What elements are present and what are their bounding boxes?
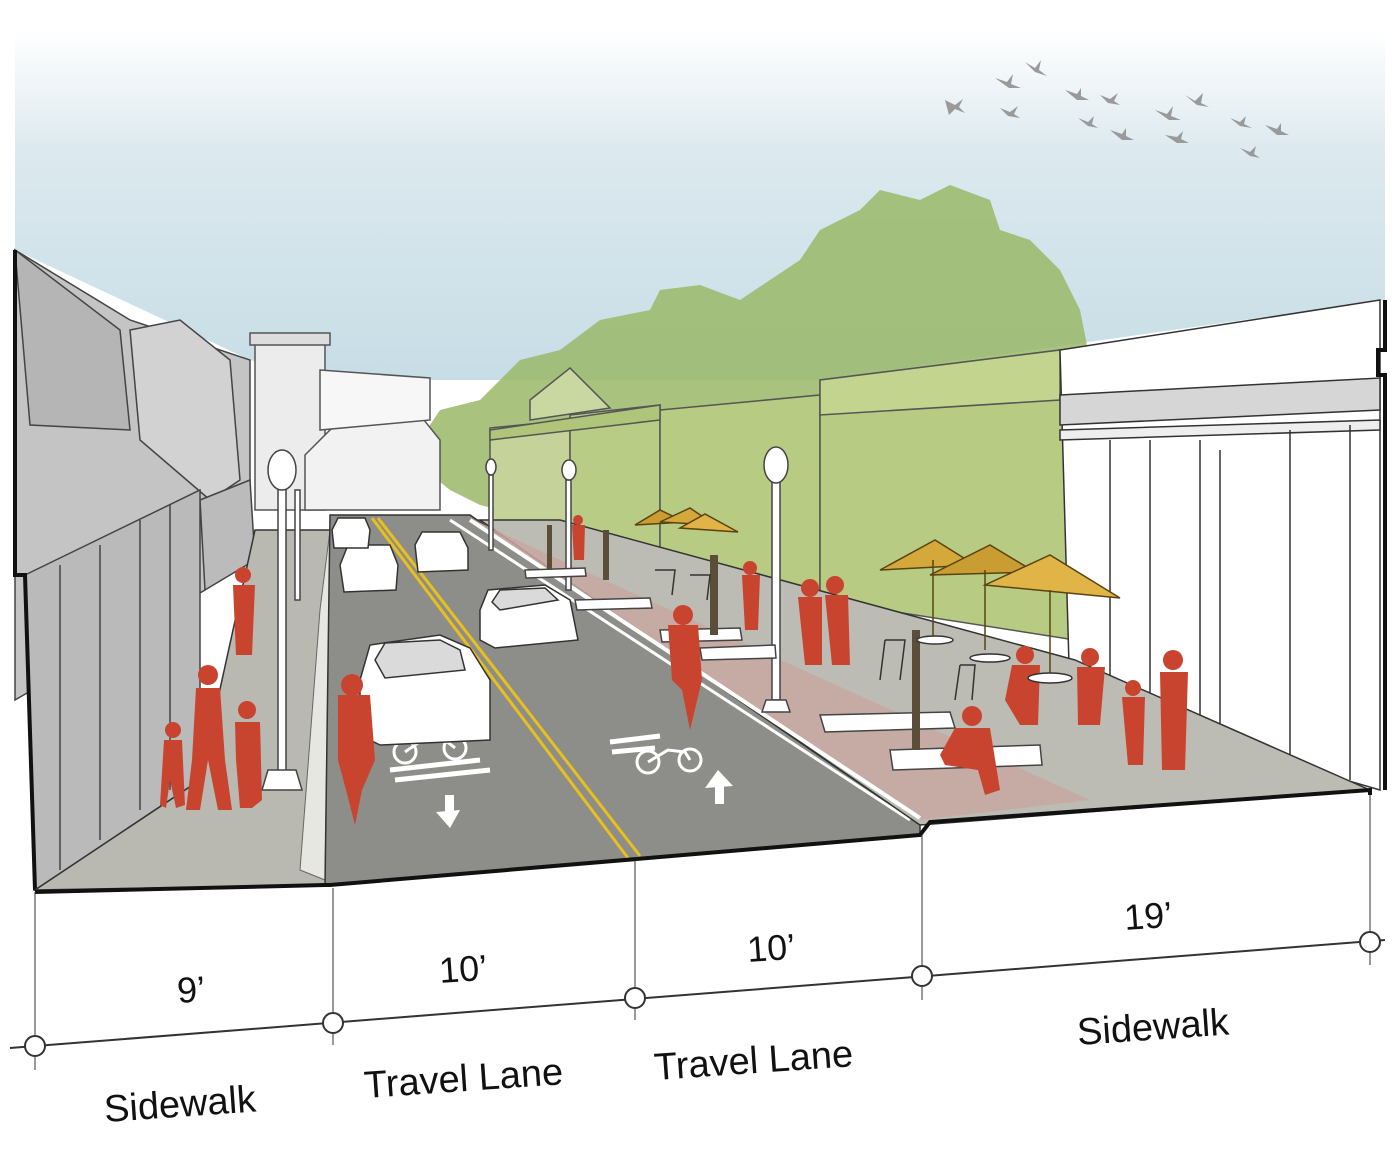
pedestrian-figure-icon [160, 722, 185, 808]
people [160, 515, 1188, 825]
pedestrian-figure-icon [940, 706, 1000, 795]
car-icon [359, 634, 491, 746]
car-icon [479, 584, 579, 649]
dimension-node [322, 1012, 344, 1034]
street-lamp-icon [561, 459, 577, 591]
bird-icon [945, 99, 965, 115]
segment-label-travel-lane-2: Travel Lane [653, 1033, 855, 1089]
cafe-furniture [655, 569, 1073, 701]
bird-icon [1165, 131, 1189, 143]
left-buildings [14, 248, 256, 892]
dimension-node [1359, 931, 1381, 953]
bird-icon [1000, 106, 1020, 118]
bench [524, 567, 587, 579]
pedestrian-figure-icon [1077, 648, 1105, 725]
bird-icon [995, 74, 1021, 88]
pavement-markings [389, 733, 733, 828]
dimension-node [911, 965, 933, 987]
bench [819, 711, 957, 733]
bird-icon [1025, 60, 1047, 76]
pedestrian-figure-icon [186, 665, 232, 810]
street-lamps [260, 446, 792, 791]
pedestrian-figure-icon [825, 576, 850, 665]
cyclist-figure-icon [338, 674, 375, 825]
right-sidewalk [477, 519, 1371, 826]
right-building-outline [1376, 300, 1387, 790]
bird-icon [1155, 106, 1181, 120]
pedestrian-figure-icon [1160, 650, 1188, 770]
bird-icon [1230, 116, 1252, 128]
dimension-node [624, 987, 646, 1009]
street-lamp-icon [260, 449, 304, 791]
car-icon [331, 517, 371, 549]
bench [699, 644, 777, 661]
pedestrian-figure-icon [233, 567, 255, 655]
birds-flock [945, 60, 1289, 158]
car-icon [414, 531, 469, 573]
yellow-centerline [370, 517, 630, 859]
distant-buildings [249, 332, 612, 511]
pedestrian-figure-icon [235, 701, 262, 808]
tree-trunks [547, 525, 920, 750]
yellow-centerline [376, 517, 642, 857]
patio-umbrella-icon [982, 554, 1121, 680]
segment-label-left-sidewalk: Sidewalk [103, 1078, 259, 1131]
arrow-up-icon [705, 770, 733, 804]
street-lamp-icon [485, 458, 497, 551]
bicycle-marking-icon [609, 733, 703, 775]
street-lamp-icon [760, 446, 792, 713]
cars [331, 517, 579, 746]
street-lamp-icon [294, 489, 301, 601]
bird-icon [1265, 123, 1289, 135]
pedestrian-figure-icon [572, 515, 585, 560]
bench [574, 597, 653, 611]
bird-icon [1185, 93, 1209, 107]
width-label-travel-lane-2: 10’ [746, 926, 797, 970]
pedestrian-figure-icon [1122, 680, 1145, 765]
bird-icon [1078, 116, 1098, 128]
segment-label-travel-lane-1: Travel Lane [363, 1051, 565, 1107]
bird-icon [1100, 93, 1120, 105]
patio-umbrella-icon [634, 507, 739, 533]
bird-icon [1240, 146, 1260, 158]
bird-icon [1065, 88, 1089, 100]
dimension-line [9, 795, 1386, 1070]
patio-umbrellas [634, 507, 1121, 680]
pedestrian-figure-icon [798, 579, 822, 665]
dimension-node [24, 1035, 46, 1057]
pedestrian-figure-icon [742, 561, 760, 630]
arrow-down-icon [436, 795, 460, 828]
right-white-building [1059, 299, 1381, 791]
width-label-left-sidewalk: 9’ [176, 968, 207, 1011]
cyclist-figure-icon [668, 605, 702, 730]
car-icon [339, 544, 399, 593]
left-building-outline [13, 250, 37, 891]
bird-icon [1110, 128, 1134, 140]
width-label-travel-lane-1: 10’ [438, 947, 489, 991]
segment-label-right-sidewalk: Sidewalk [1076, 1001, 1232, 1054]
width-label-right-sidewalk: 19’ [1123, 894, 1174, 938]
patio-umbrella-icon [929, 544, 1038, 650]
section-ground-line [34, 787, 1372, 894]
